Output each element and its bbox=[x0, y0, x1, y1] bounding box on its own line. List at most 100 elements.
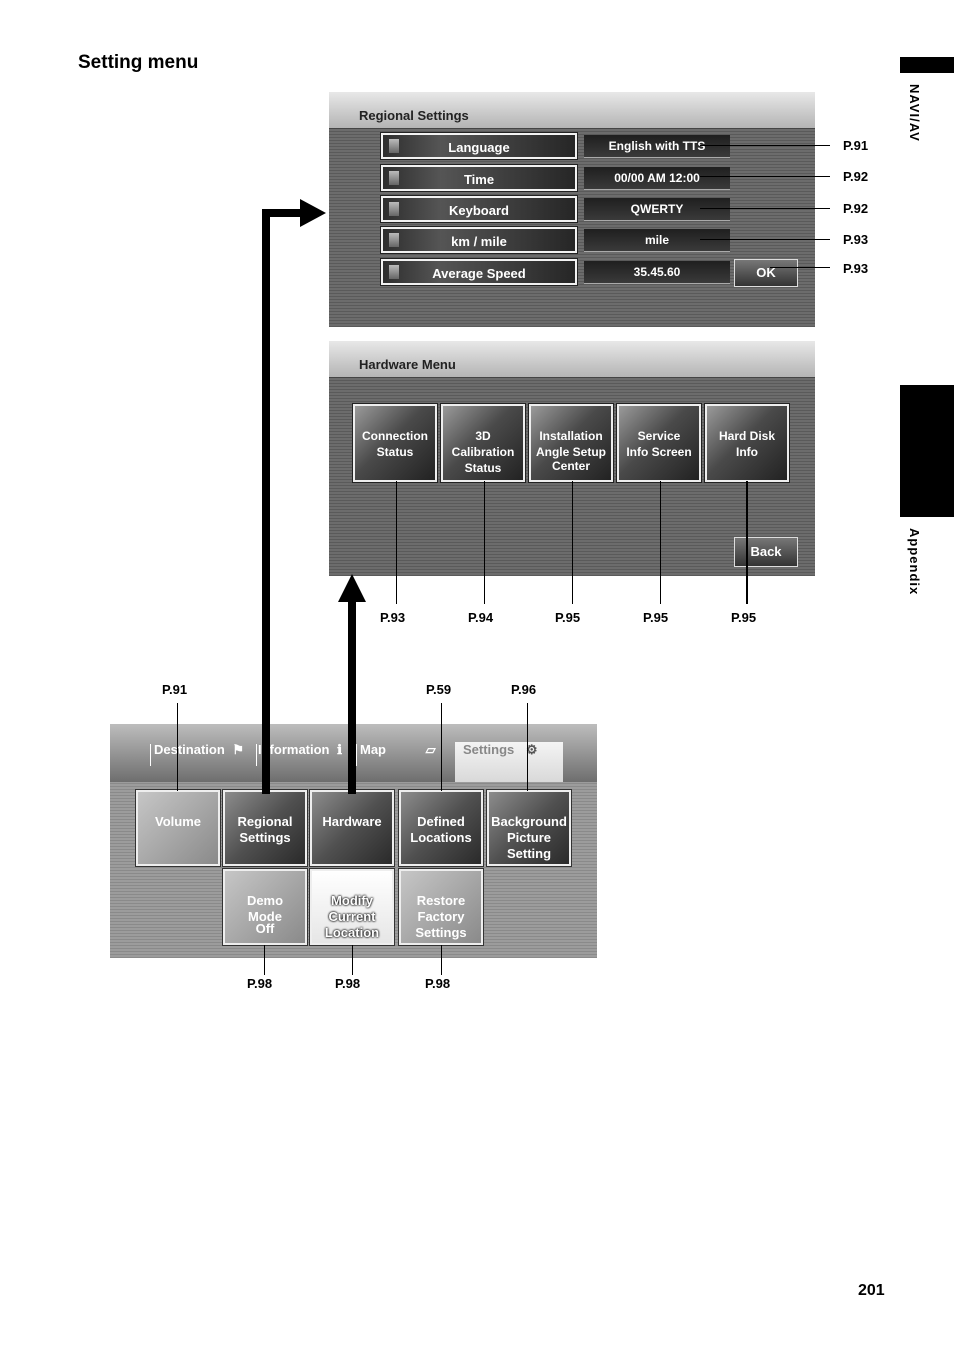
hardware-button[interactable]: Hardware bbox=[309, 789, 395, 867]
callout-line bbox=[700, 239, 830, 240]
map-icon: ▱ bbox=[425, 742, 436, 757]
modify-current-location-button[interactable]: Modify Current Location bbox=[309, 868, 395, 946]
page-ref: P.95 bbox=[643, 610, 669, 625]
button-sub-value: Center bbox=[551, 459, 590, 473]
demo-mode-button[interactable]: Demo Mode Off bbox=[222, 868, 308, 946]
language-button[interactable]: Language bbox=[380, 132, 578, 160]
page-ref: P.98 bbox=[335, 976, 361, 991]
button-label: Hard Disk Info bbox=[718, 429, 776, 459]
page-title: Setting menu bbox=[78, 52, 199, 73]
callout-line bbox=[527, 703, 528, 791]
button-label: Volume bbox=[155, 814, 201, 829]
tab-divider bbox=[356, 744, 357, 766]
button-label: Background Picture Setting bbox=[491, 814, 567, 861]
tab-divider bbox=[256, 744, 257, 766]
page-ref: P.95 bbox=[731, 610, 757, 625]
tab-information[interactable]: Information ℹ bbox=[258, 742, 342, 782]
arrow-head-up-icon bbox=[338, 574, 366, 602]
callout-line bbox=[441, 703, 442, 791]
callout-line bbox=[352, 945, 353, 975]
callout-line bbox=[700, 145, 830, 146]
gear-icon: ⚙ bbox=[525, 742, 538, 757]
page-number: 201 bbox=[858, 1282, 885, 1299]
3d-calibration-status-button[interactable]: 3D Calibration Status bbox=[440, 403, 526, 483]
defined-locations-button[interactable]: Defined Locations bbox=[398, 789, 484, 867]
connection-status-button[interactable]: Connection Status bbox=[352, 403, 438, 483]
time-button[interactable]: Time bbox=[380, 164, 578, 192]
button-label: Installation Angle Setup bbox=[535, 429, 606, 459]
tab-map[interactable]: Map ▱ bbox=[360, 742, 436, 782]
km-mile-button[interactable]: km / mile bbox=[380, 226, 578, 254]
screen-header bbox=[329, 341, 815, 378]
tab-settings[interactable]: Settings ⚙ bbox=[455, 742, 563, 782]
page-ref: P.93 bbox=[843, 232, 869, 247]
callout-line bbox=[441, 945, 442, 975]
page-ref: P.93 bbox=[843, 261, 869, 276]
tab-label: Settings bbox=[463, 742, 515, 757]
button-label: Demo Mode bbox=[246, 893, 284, 924]
callout-line bbox=[700, 208, 830, 209]
button-label: Modify Current Location bbox=[324, 893, 380, 940]
arrow-shaft-hardware bbox=[348, 600, 356, 794]
button-label: Regional Settings bbox=[237, 814, 293, 845]
side-label-appendix: Appendix bbox=[907, 528, 922, 596]
language-value: English with TTS bbox=[584, 135, 730, 158]
hard-disk-info-button[interactable]: Hard Disk Info bbox=[704, 403, 790, 483]
regional-settings-title: Regional Settings bbox=[359, 108, 469, 123]
side-label-navi-av: NAVI/AV bbox=[907, 84, 922, 142]
page-ref: P.96 bbox=[511, 682, 537, 697]
installation-angle-setup-button[interactable]: Installation Angle Setup Center bbox=[528, 403, 614, 483]
button-label: 3D Calibration Status bbox=[451, 429, 515, 475]
side-tab-marker-top bbox=[900, 57, 954, 73]
callout-line bbox=[746, 481, 748, 604]
callout-line bbox=[177, 703, 178, 791]
volume-button[interactable]: Volume bbox=[135, 789, 221, 867]
page-ref: P.98 bbox=[247, 976, 273, 991]
regional-settings-button[interactable]: Regional Settings bbox=[222, 789, 308, 867]
button-label: Hardware bbox=[322, 814, 382, 829]
side-tab-marker-appendix bbox=[900, 385, 954, 517]
callout-line bbox=[484, 481, 485, 604]
keyboard-value: QWERTY bbox=[584, 198, 730, 221]
page-ref: P.93 bbox=[380, 610, 406, 625]
checkered-flag-icon: ⚑ bbox=[232, 742, 245, 757]
button-label: Restore Factory Settings bbox=[415, 893, 467, 940]
button-label: Connection Status bbox=[362, 429, 428, 459]
button-label: Defined Locations bbox=[410, 814, 472, 845]
screen-header bbox=[329, 92, 815, 129]
page-ref: P.91 bbox=[843, 138, 869, 153]
service-info-screen-button[interactable]: Service Info Screen bbox=[616, 403, 702, 483]
button-sub-value: Off bbox=[255, 921, 275, 936]
restore-factory-settings-button[interactable]: Restore Factory Settings bbox=[398, 868, 484, 946]
keyboard-button[interactable]: Keyboard bbox=[380, 195, 578, 223]
average-speed-button[interactable]: Average Speed bbox=[380, 258, 578, 286]
background-picture-setting-button[interactable]: Background Picture Setting bbox=[486, 789, 572, 867]
ok-button[interactable]: OK bbox=[734, 259, 798, 287]
callout-line bbox=[770, 267, 830, 268]
time-value: 00/00 AM 12:00 bbox=[584, 167, 730, 190]
callout-line bbox=[572, 481, 573, 604]
page-ref: P.91 bbox=[162, 682, 188, 697]
tab-divider bbox=[150, 744, 151, 766]
page-ref: P.98 bbox=[425, 976, 451, 991]
back-button[interactable]: Back bbox=[734, 537, 798, 567]
arrow-head-right-icon bbox=[300, 199, 326, 227]
page-ref: P.94 bbox=[468, 610, 494, 625]
tab-label: Map bbox=[360, 742, 386, 757]
tab-label: Information bbox=[258, 742, 330, 757]
arrow-shaft-regional bbox=[262, 209, 270, 794]
average-speed-value: 35.45.60 bbox=[584, 261, 730, 284]
page-ref: P.92 bbox=[843, 201, 869, 216]
regional-settings-screen: Regional Settings Language English with … bbox=[329, 92, 815, 327]
button-label: Service Info Screen bbox=[626, 429, 692, 459]
callout-line bbox=[660, 481, 661, 604]
km-mile-value: mile bbox=[584, 229, 730, 252]
tab-destination[interactable]: Destination ⚑ bbox=[154, 742, 244, 782]
page-ref: P.59 bbox=[426, 682, 452, 697]
page-ref: P.92 bbox=[843, 169, 869, 184]
callout-line bbox=[700, 176, 830, 177]
callout-line bbox=[264, 945, 265, 975]
page-ref: P.95 bbox=[555, 610, 581, 625]
hardware-menu-title: Hardware Menu bbox=[359, 357, 456, 372]
tab-label: Destination bbox=[154, 742, 225, 757]
